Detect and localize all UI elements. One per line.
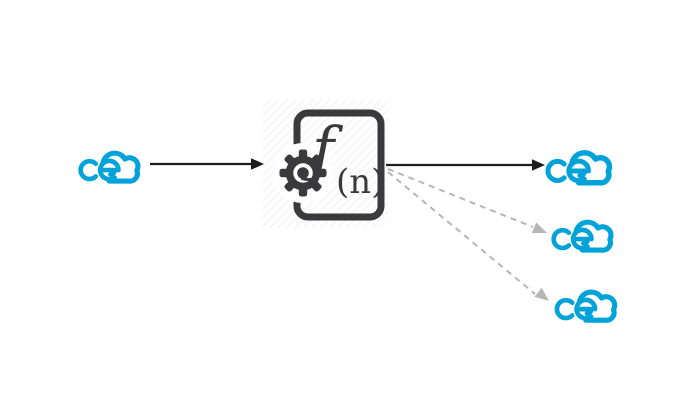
function-label-args: (n): [336, 162, 384, 202]
dashed-edges: [387, 168, 536, 295]
edge-function-to-target3: [387, 171, 536, 295]
arrowhead-source-to-function: [251, 158, 264, 170]
arrowhead-function-to-target1: [532, 159, 545, 171]
arrowhead-function-to-target3: [534, 287, 549, 301]
gear-icon: [279, 149, 327, 197]
arrowhead-function-to-target2: [531, 222, 547, 234]
solid-edges: [150, 162, 532, 167]
function-fn-icon: ƒ (n): [273, 109, 385, 221]
edge-function-to-target2: [387, 168, 534, 228]
